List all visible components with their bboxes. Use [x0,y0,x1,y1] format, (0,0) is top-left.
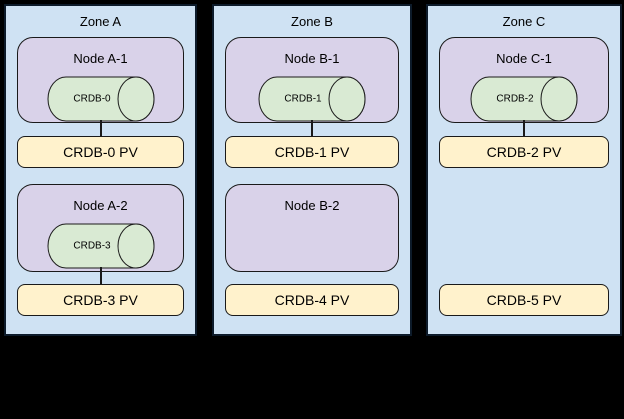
connector-node-b-1-to-pv [311,120,313,136]
node-a-1-title: Node A-1 [73,51,128,66]
node-a-2: Node A-2 CRDB-3 [17,184,184,272]
pv-crdb-3: CRDB-3 PV [17,284,184,316]
zone-c: Zone C Node C-1 CRDB-2 CRDB-2 PV CRDB-5 … [426,4,622,336]
pod-crdb-2-label: CRDB-2 [496,94,534,105]
zone-a: Zone A Node A-1 CRDB-0 CRDB-0 PV Node A-… [4,4,197,336]
zone-b: Zone B Node B-1 CRDB-1 CRDB-1 PV Node B-… [212,4,412,336]
node-b-1: Node B-1 CRDB-1 [225,37,399,123]
node-b-2-title: Node B-2 [284,198,340,213]
connector-node-a-1-to-pv [99,120,102,136]
pod-crdb-0-label: CRDB-0 [73,94,111,105]
connector-node-a-2-to-pv [99,267,102,284]
node-a-2-title: Node A-2 [73,198,128,213]
pv-crdb-4: CRDB-4 PV [225,284,399,316]
pod-crdb-0-cylinder: CRDB-0 [47,76,154,122]
node-b-2: Node B-2 [225,184,399,272]
node-c-1: Node C-1 CRDB-2 [439,37,609,123]
node-a-1: Node A-1 CRDB-0 [17,37,184,123]
node-b-1-title: Node B-1 [284,51,340,66]
zone-a-title: Zone A [79,14,122,29]
pod-crdb-2-cylinder: CRDB-2 [470,76,578,122]
zone-b-title: Zone B [291,14,333,29]
pod-crdb-3-label: CRDB-3 [73,241,111,252]
pv-crdb-5: CRDB-5 PV [439,284,609,316]
pod-crdb-1-label: CRDB-1 [284,94,322,105]
node-c-1-title: Node C-1 [496,51,552,66]
pv-crdb-2: CRDB-2 PV [439,136,609,168]
pv-crdb-1: CRDB-1 PV [225,136,399,168]
pod-crdb-3-cylinder: CRDB-3 [47,223,154,269]
pv-crdb-0: CRDB-0 PV [17,136,184,168]
zone-c-title: Zone C [502,14,546,29]
pod-crdb-1-cylinder: CRDB-1 [258,76,366,122]
connector-node-c-1-to-pv [523,120,525,136]
